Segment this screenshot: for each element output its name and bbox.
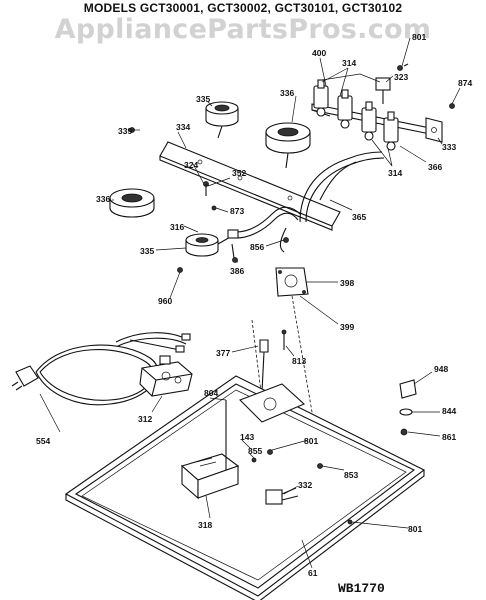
burner-336-left (109, 188, 155, 218)
label-813: 813 (292, 356, 306, 366)
burner-336-top (265, 122, 311, 169)
label-398: 398 (340, 278, 354, 288)
regulator-323 (375, 77, 391, 104)
label-143: 143 (240, 432, 254, 442)
label-874: 874 (458, 78, 472, 88)
gas-control-312 (139, 355, 193, 397)
label-861: 861 (442, 432, 456, 442)
burner-335-top (205, 101, 239, 139)
label-554: 554 (36, 436, 50, 446)
electrode-377 (259, 339, 269, 393)
label-324: 324 (184, 160, 198, 170)
label-801-bottom: 801 (408, 524, 422, 534)
models-heading: MODELS GCT30001, GCT30002, GCT30101, GCT… (83, 1, 403, 15)
pan-hardware (225, 400, 353, 525)
screws-and-fittings (129, 127, 289, 273)
label-400: 400 (312, 48, 326, 58)
label-856: 856 (250, 242, 264, 252)
terminal-block-332 (265, 487, 299, 505)
leader-lines (39, 37, 461, 569)
label-960: 960 (158, 296, 172, 306)
label-853: 853 (344, 470, 358, 480)
bracket-948 (399, 379, 417, 399)
screw-813 (281, 329, 287, 350)
washer-844 (399, 408, 413, 416)
label-948: 948 (434, 364, 448, 374)
label-399: 399 (340, 322, 354, 332)
label-873: 873 (230, 206, 244, 216)
label-366: 366 (428, 162, 442, 172)
label-314-bottom: 314 (388, 168, 402, 178)
bottom-pan-61 (64, 375, 426, 600)
label-844: 844 (442, 406, 456, 416)
label-314-top: 314 (342, 58, 356, 68)
junction-box-318 (180, 453, 240, 500)
label-801-mid: 801 (304, 436, 318, 446)
label-316: 316 (170, 222, 184, 232)
label-332: 332 (298, 480, 312, 490)
burner-335-bottom (185, 229, 239, 257)
diagram-code: WB1770 (338, 581, 385, 596)
label-336-top: 336 (280, 88, 294, 98)
label-339: 339 (118, 126, 132, 136)
label-335-top: 335 (196, 94, 210, 104)
label-336-left: 336 (96, 194, 110, 204)
label-365: 365 (352, 212, 366, 222)
label-377: 377 (216, 348, 230, 358)
label-61: 61 (308, 568, 318, 578)
gas-tubing (235, 151, 385, 253)
valve-314-d (383, 111, 399, 151)
valve-314-b (337, 89, 353, 129)
watermark-text: AppliancePartsPros.com (54, 14, 432, 45)
label-318: 318 (198, 520, 212, 530)
manifold-assembly (311, 63, 455, 151)
label-804: 804 (204, 388, 218, 398)
valve-314-c (361, 101, 377, 141)
label-386: 386 (230, 266, 244, 276)
bracket-333 (425, 117, 443, 143)
label-855: 855 (248, 446, 262, 456)
valve-314-a (313, 79, 329, 117)
part-labels: 400 314 801 323 874 335 336 339 334 333 … (36, 32, 472, 596)
label-334: 334 (176, 122, 190, 132)
burner-support-334 (159, 141, 341, 231)
label-333: 333 (442, 142, 456, 152)
label-352: 352 (232, 168, 246, 178)
label-312: 312 (138, 414, 152, 424)
label-801-top: 801 (412, 32, 426, 42)
screw-861 (400, 428, 408, 436)
label-335-bottom: 335 (140, 246, 154, 256)
label-323: 323 (394, 72, 408, 82)
leader-377-to-pan (251, 319, 263, 401)
gasket-398 (275, 267, 309, 297)
